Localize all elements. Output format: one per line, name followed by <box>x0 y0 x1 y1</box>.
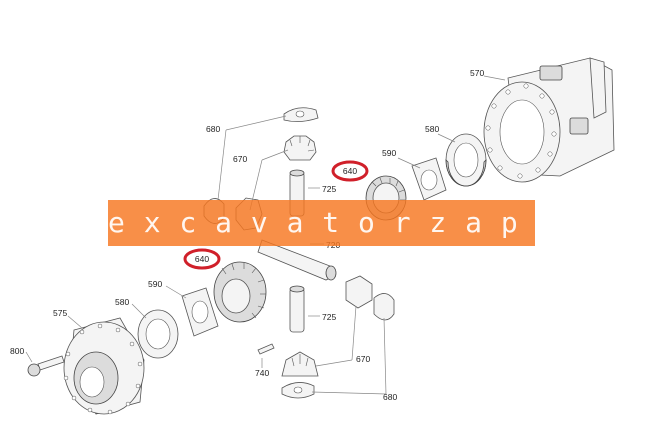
part-680-washer-lower <box>281 382 315 399</box>
callout-725-upper: 725 <box>322 184 336 194</box>
part-680-washer-right <box>373 293 395 321</box>
callout-680-lower: 680 <box>383 392 397 402</box>
callout-580-upper: 580 <box>425 124 439 134</box>
part-720-cross-shaft <box>257 239 337 281</box>
callout-740: 740 <box>255 368 269 378</box>
part-670-pinion-upper <box>283 135 317 161</box>
callout-670-lower: 670 <box>356 354 370 364</box>
part-725-pin-lower <box>289 285 305 333</box>
watermark-band <box>108 200 535 246</box>
part-570-housing <box>483 57 615 183</box>
callout-590-upper: 590 <box>382 148 396 158</box>
leader-lines <box>25 75 506 395</box>
callout-labels: 570 580 590 680 670 725 720 590 580 575 … <box>10 68 484 402</box>
callout-570: 570 <box>470 68 484 78</box>
highlight-640-upper: 640 <box>331 160 369 182</box>
callout-580-lower: 580 <box>115 297 129 307</box>
highlight-640-lower: 640 <box>183 248 221 270</box>
part-670-pinion-right <box>345 275 373 309</box>
part-800-bolt <box>27 355 65 377</box>
callout-670-upper: 670 <box>233 154 247 164</box>
callout-590-lower: 590 <box>148 279 162 289</box>
callout-640-upper: 640 <box>343 166 357 176</box>
part-640-side-gear-lower <box>213 261 267 323</box>
part-580-bearing-lower <box>137 309 179 359</box>
part-670-pinion-lower <box>281 351 319 377</box>
part-590-washer-upper <box>411 157 447 201</box>
callout-725-lower: 725 <box>322 312 336 322</box>
part-575-housing <box>63 317 145 415</box>
part-680-washer-upper <box>283 107 319 122</box>
part-590-washer-lower <box>181 287 219 337</box>
callout-800: 800 <box>10 346 24 356</box>
callout-575: 575 <box>53 308 67 318</box>
part-580-bearing-upper <box>445 133 487 187</box>
callout-640-lower: 640 <box>195 254 209 264</box>
part-740-roll-pin <box>257 343 275 355</box>
watermark-text: e x c a v a t o r z a p p . r u <box>108 206 646 239</box>
callout-680-upper: 680 <box>206 124 220 134</box>
